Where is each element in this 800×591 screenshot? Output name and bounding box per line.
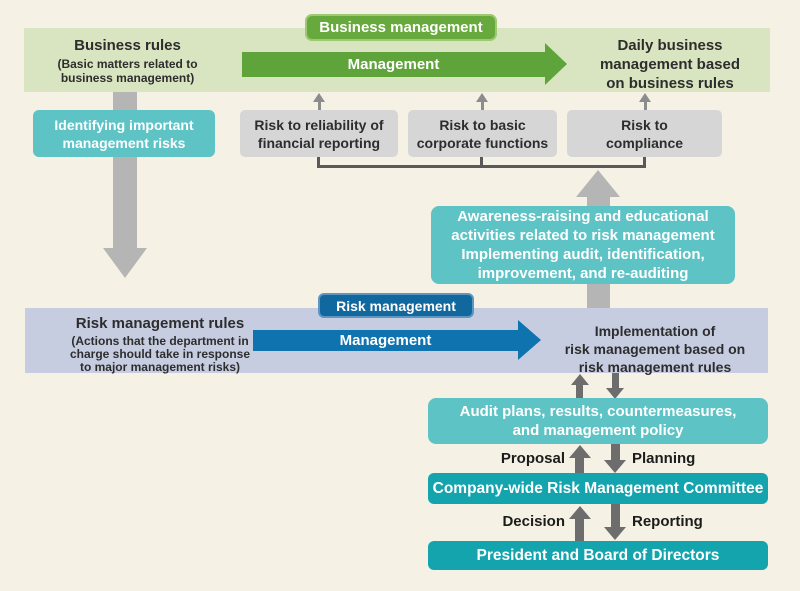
identify-risks-box: Identifying important management risks — [33, 110, 215, 157]
risk-management-badge: Risk management — [318, 293, 474, 318]
audit-down-arrow-shaft — [612, 373, 619, 389]
identify-flow-arrowhead — [103, 248, 147, 278]
business-management-arrow: Management — [242, 52, 545, 77]
decision-arrow-shaft — [575, 518, 584, 541]
bracket-stub-right — [643, 157, 646, 167]
business-rules-block: Business rules (Basic matters related to… — [25, 36, 230, 85]
risk-box-compliance: Risk to compliance — [567, 110, 722, 157]
risk1-up-arrowhead — [313, 93, 325, 102]
implementation-text: Implementation of risk management based … — [564, 323, 746, 375]
audit-up-arrow-shaft — [576, 384, 583, 398]
risk2-up-arrow-shaft — [480, 101, 484, 110]
risk-box-corporate-functions: Risk to basic corporate functions — [408, 110, 557, 157]
planning-arrowhead — [604, 460, 626, 473]
bracket-stub-middle — [480, 157, 483, 167]
risk-rules-title: Risk management rules — [75, 315, 245, 332]
business-arrow-label: Management — [347, 56, 440, 73]
risk1-up-arrow-shaft — [317, 101, 321, 110]
audit-up-arrowhead — [571, 374, 589, 385]
business-management-badge: Business management — [305, 14, 497, 41]
audit-down-arrowhead — [606, 388, 624, 399]
proposal-arrowhead — [569, 445, 591, 458]
risk-management-arrowhead — [518, 320, 541, 360]
risk3-up-arrow-shaft — [643, 101, 647, 110]
risk-rules-subtitle: (Actions that the department in charge s… — [69, 334, 251, 374]
reporting-arrowhead — [604, 527, 626, 540]
business-rules-title: Business rules — [74, 37, 181, 54]
planning-arrow-shaft — [611, 444, 620, 461]
risk3-up-arrowhead — [639, 93, 651, 102]
business-management-arrowhead — [545, 43, 567, 85]
decision-arrowhead — [569, 506, 591, 519]
daily-business-text: Daily business management based on busin… — [599, 37, 741, 92]
business-rules-subtitle: (Basic matters related to business manag… — [57, 57, 198, 85]
president-bar: President and Board of Directors — [428, 541, 768, 570]
risk-box-financial-reporting: Risk to reliability of financial reporti… — [240, 110, 398, 157]
proposal-label: Proposal — [500, 450, 565, 467]
proposal-arrow-shaft — [575, 457, 584, 473]
risk2-up-arrowhead — [476, 93, 488, 102]
awareness-flow-arrowhead — [576, 170, 620, 197]
reporting-arrow-shaft — [611, 504, 620, 528]
awareness-box: Awareness-raising and educational activi… — [431, 206, 735, 284]
risk-management-arrow: Management — [253, 330, 518, 351]
planning-label: Planning — [632, 450, 696, 467]
committee-bar: Company-wide Risk Management Committee — [428, 473, 768, 504]
risk-rules-block: Risk management rules (Actions that the … — [35, 314, 285, 374]
reporting-label: Reporting — [632, 513, 703, 530]
decision-label: Decision — [502, 513, 565, 530]
risk-arrow-label: Management — [339, 332, 432, 349]
bracket-stub-left — [317, 157, 320, 167]
bracket-line — [317, 165, 646, 168]
audit-plans-box: Audit plans, results, countermeasures, a… — [428, 398, 768, 444]
